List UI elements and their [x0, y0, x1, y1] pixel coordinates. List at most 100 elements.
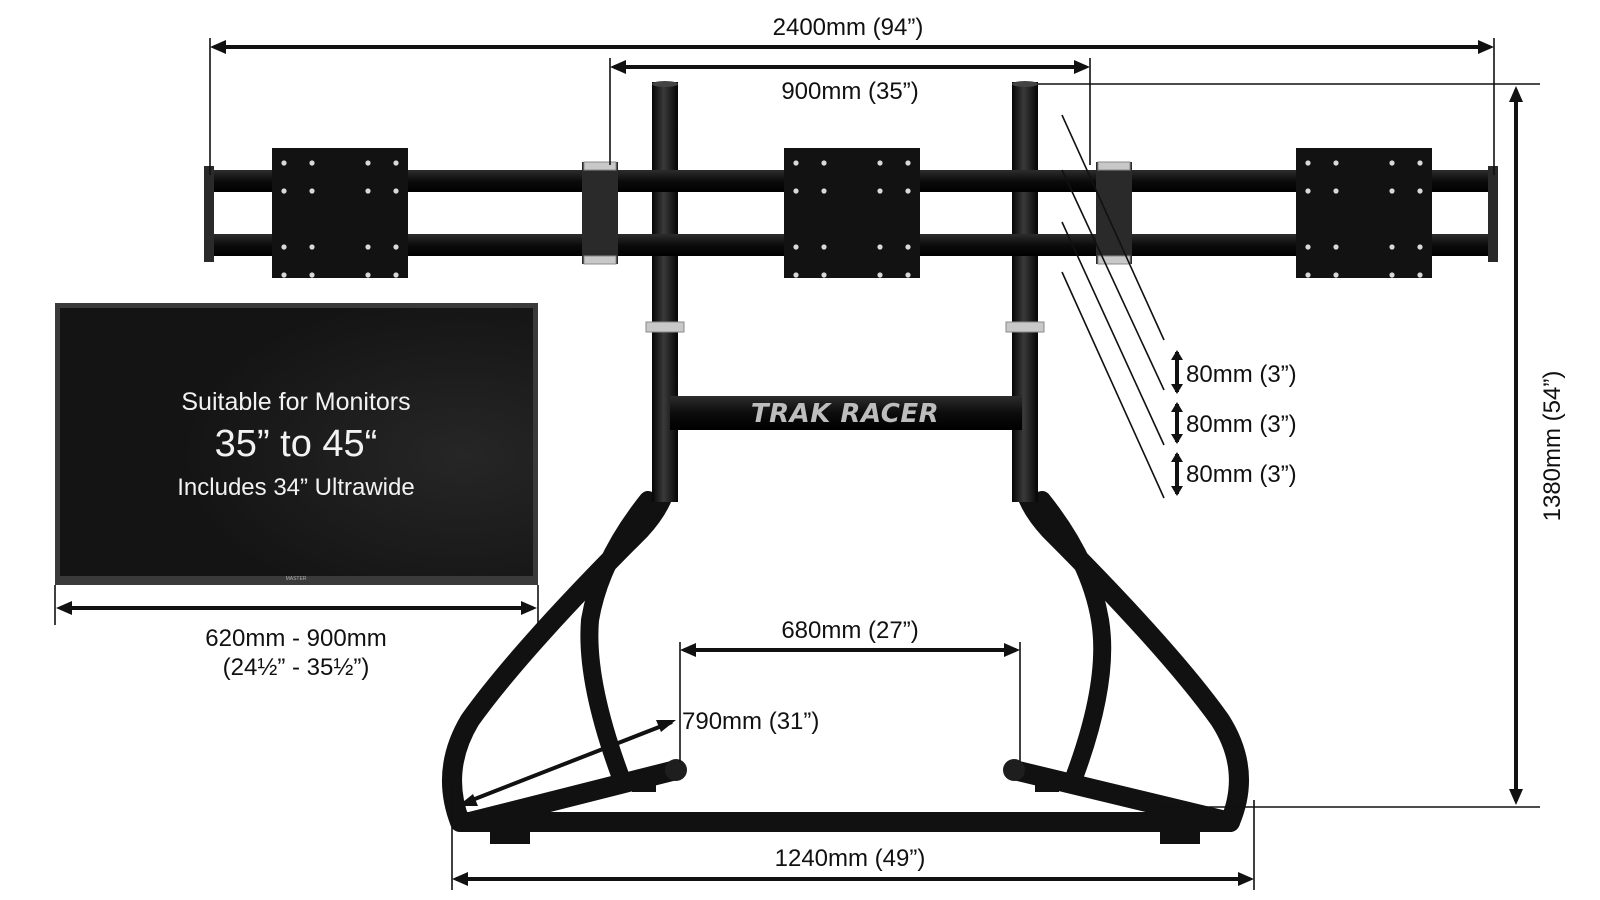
- vesa-hole: [309, 188, 315, 194]
- left-upright: [652, 82, 678, 502]
- right-rail-joint-clamp-top: [1097, 161, 1131, 171]
- vesa-hole: [281, 160, 287, 166]
- right-rear-foot-pad: [1035, 782, 1059, 792]
- right-upright-collar: [1005, 321, 1045, 333]
- monitor-width-label: 620mm - 900mm: [205, 625, 386, 652]
- vesa-hole: [393, 244, 399, 250]
- vesa-hole: [793, 160, 799, 166]
- right-rail-joint-clamp-bottom: [1097, 255, 1131, 265]
- height-label: 1380mm (54”): [1539, 371, 1566, 522]
- adjust-step-3-label: 80mm (3”): [1186, 461, 1297, 488]
- monitor-ultrawide-text: Includes 34” Ultrawide: [177, 474, 414, 501]
- vesa-hole: [393, 160, 399, 166]
- height-arrow-top: [1509, 86, 1523, 102]
- vesa-hole: [793, 244, 799, 250]
- inner-spacing-arrow-right: [1004, 643, 1020, 657]
- dimension-annotations: 2400mm (94”) 900mm (35”) 1380mm (54”) 80…: [54, 14, 1566, 890]
- vesa-hole: [1333, 188, 1339, 194]
- vesa-hole: [365, 188, 371, 194]
- vesa-hole: [1333, 244, 1339, 250]
- adjust-step-3-heads: [1171, 452, 1183, 496]
- vesa-hole: [793, 188, 799, 194]
- foot-depth-line: [461, 720, 673, 806]
- vesa-hole: [905, 160, 911, 166]
- base-outer-tube: [442, 385, 1249, 832]
- vesa-hole: [281, 272, 287, 278]
- right-foot-bar: [1004, 760, 1240, 832]
- monitor-width-imperial-label: (24½” - 35½”): [223, 654, 370, 681]
- vesa-plate-center: [784, 148, 920, 278]
- adjust-guide-2: [1061, 169, 1165, 391]
- vesa-hole: [1305, 160, 1311, 166]
- front-crossbar: [670, 396, 1022, 430]
- upright-spacing-arrow-right: [1074, 60, 1090, 74]
- vesa-hole: [1389, 244, 1395, 250]
- vesa-hole: [365, 244, 371, 250]
- vesa-hole: [1417, 244, 1423, 250]
- vesa-hole: [1417, 272, 1423, 278]
- vesa-hole: [905, 188, 911, 194]
- upright-spacing-label: 900mm (35”): [781, 78, 918, 105]
- vesa-hole: [393, 272, 399, 278]
- overall-width-label: 2400mm (94”): [773, 14, 924, 41]
- vesa-hole: [877, 244, 883, 250]
- vesa-plate-right: [1296, 148, 1432, 278]
- vesa-hole: [1389, 160, 1395, 166]
- right-upright-cap: [1012, 81, 1038, 87]
- vesa-hole: [1333, 272, 1339, 278]
- monitor-screen: [60, 308, 533, 576]
- vesa-hole: [309, 272, 315, 278]
- left-rail-joint: [582, 162, 618, 264]
- vesa-hole: [1305, 272, 1311, 278]
- upright-spacing-arrow-left: [610, 60, 626, 74]
- right-rail-end-cap: [1488, 166, 1498, 262]
- vesa-hole: [905, 244, 911, 250]
- left-upright-collar: [645, 321, 685, 333]
- vesa-plate-left: [272, 148, 408, 278]
- foot-depth-label: 790mm (31”): [682, 708, 819, 735]
- adjust-step-1-heads: [1171, 350, 1183, 394]
- left-upright-cap: [652, 81, 678, 87]
- left-front-foot-pad: [490, 832, 530, 844]
- adjust-step-1-label: 80mm (3”): [1186, 361, 1297, 388]
- adjust-step-2-label: 80mm (3”): [1186, 411, 1297, 438]
- left-foot-cap: [665, 759, 687, 781]
- vesa-hole: [365, 272, 371, 278]
- right-rail-joint: [1096, 162, 1132, 264]
- vesa-hole: [1417, 160, 1423, 166]
- vesa-hole: [877, 160, 883, 166]
- vesa-hole: [821, 244, 827, 250]
- foot-depth-arrow-b: [656, 720, 676, 732]
- vesa-hole: [877, 188, 883, 194]
- monitor-size-range-text: 35” to 45“: [215, 423, 378, 465]
- vesa-hole: [393, 188, 399, 194]
- vesa-hole: [821, 272, 827, 278]
- vesa-hole: [309, 244, 315, 250]
- left-rail-joint-clamp-bottom: [583, 255, 617, 265]
- base-width-label: 1240mm (49”): [775, 845, 926, 872]
- vesa-hole: [1389, 272, 1395, 278]
- adjust-step-2-heads: [1171, 402, 1183, 444]
- vesa-hole: [309, 160, 315, 166]
- stand-frame: TRAK RACER: [204, 81, 1498, 844]
- left-inner-leg: [580, 491, 657, 784]
- right-inner-leg: [1033, 491, 1112, 784]
- vesa-holes: [281, 160, 1423, 278]
- adjust-guide-4: [1061, 271, 1165, 499]
- vesa-hole: [365, 160, 371, 166]
- vesa-hole: [281, 244, 287, 250]
- vesa-hole: [1305, 244, 1311, 250]
- overall-width-arrow-left: [210, 40, 226, 54]
- trak-racer-logo: TRAK RACER: [751, 399, 939, 429]
- base-width-arrow-right: [1238, 872, 1254, 886]
- foot-depth-arrow-a: [458, 794, 478, 806]
- left-rear-foot-pad: [632, 782, 656, 792]
- inner-spacing-label: 680mm (27”): [781, 617, 918, 644]
- left-rail-joint-clamp-top: [583, 161, 617, 171]
- right-front-foot-pad: [1160, 832, 1200, 844]
- vesa-hole: [281, 188, 287, 194]
- adjust-guide-3: [1061, 221, 1165, 446]
- adjust-guide-1: [1061, 114, 1165, 341]
- right-upright: [1012, 82, 1038, 502]
- vesa-hole: [905, 272, 911, 278]
